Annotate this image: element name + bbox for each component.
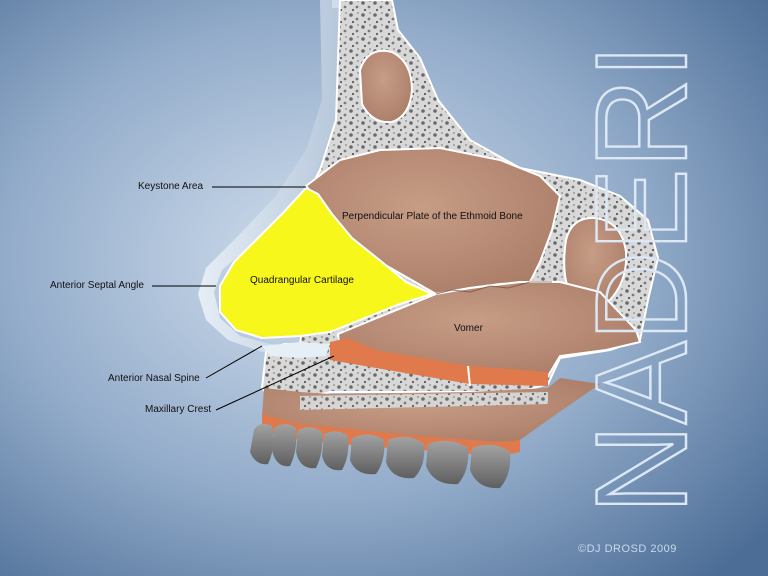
copyright-text: ©DJ DROSD 2009 <box>578 543 677 555</box>
label-perpendicular-plate: Perpendicular Plate of the Ethmoid Bone <box>342 211 523 223</box>
naderi-watermark: NADERI <box>568 36 728 516</box>
label-keystone-area: Keystone Area <box>138 181 203 193</box>
label-anterior-nasal-spine: Anterior Nasal Spine <box>108 373 200 385</box>
label-quadrangular-cartilage: Quadrangular Cartilage <box>250 275 354 287</box>
label-vomer: Vomer <box>454 323 483 335</box>
label-anterior-septal-angle: Anterior Septal Angle <box>50 280 144 292</box>
watermark-text: NADERI <box>568 44 714 514</box>
frontal-sinus <box>360 51 412 122</box>
label-maxillary-crest: Maxillary Crest <box>145 404 211 416</box>
